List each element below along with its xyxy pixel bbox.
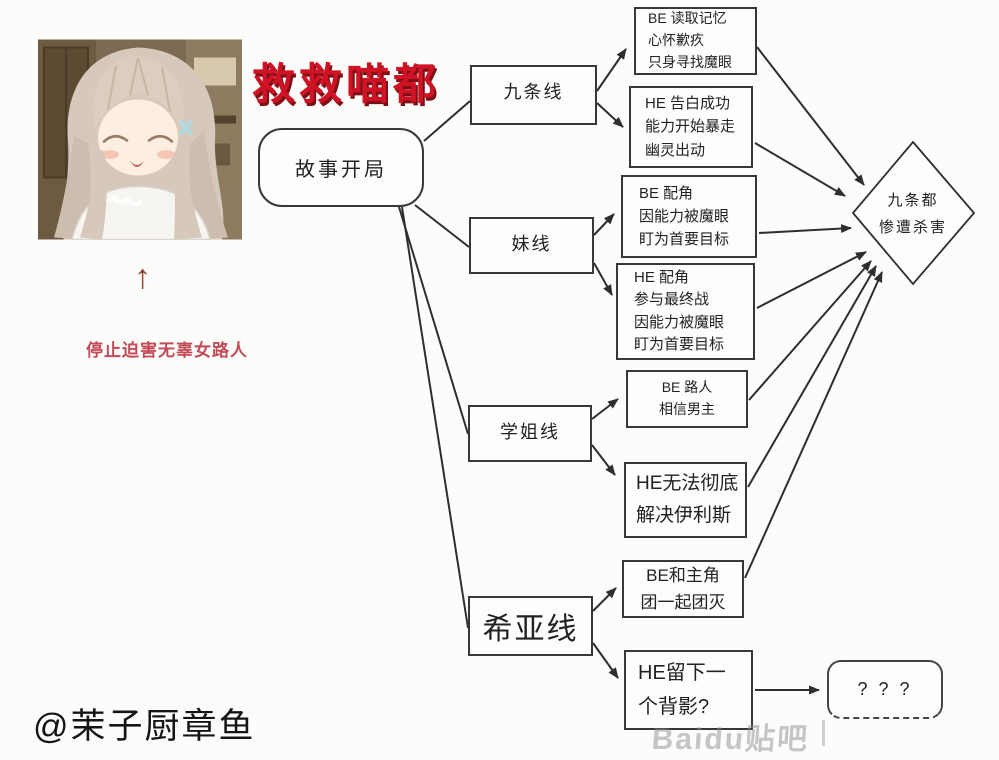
outcome-line: BE 读取记忆 <box>648 10 727 27</box>
edge-kujo-be <box>596 48 627 92</box>
outcome-line: 盯为首要目标 <box>634 336 725 353</box>
outcome-line: HE 配角 <box>634 268 690 286</box>
node-branch-kujo: 九条线 <box>470 65 597 125</box>
outcome-line: 只身寻找魔眼 <box>648 53 732 70</box>
edge-o3-terminal <box>758 224 852 234</box>
node-label: 希亚线 <box>482 613 579 646</box>
baidu-tieba-watermark: Baidu贴吧 <box>650 723 811 756</box>
node-label: ? ? ? <box>857 679 913 699</box>
outcome-line: 幽灵出动 <box>645 141 706 159</box>
anime-girl-avatar <box>38 39 242 241</box>
node-outcome-imouto-he: HE 配角 参与最终战 因能力被魔眼 盯为首要目标 <box>616 263 755 360</box>
terminal-diamond-shape <box>851 140 976 286</box>
outcome-line: HE留下一 <box>638 662 726 684</box>
edge-start-xiya <box>401 206 469 629</box>
node-label: 妹线 <box>511 234 552 254</box>
edge-start-senpai <box>398 206 469 435</box>
edge-senpai-he <box>591 444 616 476</box>
edge-imouto-he <box>593 262 613 296</box>
node-label: 九条线 <box>503 82 564 102</box>
avatar-caption: 停止迫害无辜女路人 <box>86 341 248 360</box>
edge-xiya-be <box>592 587 617 612</box>
up-arrow-icon: ↑ <box>134 258 151 296</box>
edge-o4-terminal <box>756 251 867 309</box>
outcome-line: 相信男主 <box>659 401 715 417</box>
node-branch-imouto: 妹线 <box>469 217 594 274</box>
anime-girl-illustration <box>38 39 242 241</box>
node-unknown: ? ? ? <box>827 660 943 719</box>
edge-start-kujo <box>423 100 471 142</box>
outcome-line: HE 告白成功 <box>645 95 731 113</box>
node-terminal-label: 九条都 惨遭杀害 <box>853 186 973 242</box>
edge-start-imouto <box>414 204 470 248</box>
node-label: 学姐线 <box>500 422 560 442</box>
edge-xiya-he <box>592 642 619 679</box>
node-outcome-kujo-he: HE 告白成功 能力开始暴走 幽灵出动 <box>629 86 753 168</box>
node-outcome-imouto-be: BE 配角 因能力被魔眼 盯为首要目标 <box>621 175 757 258</box>
terminal-line: 九条都 <box>887 192 939 209</box>
node-outcome-xiya-be: BE和主角 团一起团灭 <box>622 560 744 618</box>
edge-kujo-he <box>596 102 624 128</box>
node-outcome-xiya-he: HE留下一 个背影? <box>624 650 753 730</box>
node-branch-xiya: 希亚线 <box>468 596 593 656</box>
outcome-line: BE 配角 <box>639 184 694 202</box>
watermark-bar <box>822 720 825 746</box>
edge-o2-terminal <box>754 142 846 197</box>
node-outcome-senpai-be: BE 路人 相信男主 <box>626 370 748 428</box>
outcome-line: 心怀歉疚 <box>648 32 704 49</box>
outcome-line: 能力开始暴走 <box>645 118 736 136</box>
outcome-line: 因能力被魔眼 <box>634 313 725 331</box>
page-title: 救救喵都 <box>252 61 440 109</box>
author-credit: @茉子厨章鱼 <box>33 707 256 746</box>
outcome-line: HE无法彻底 <box>636 472 739 494</box>
outcome-line: 参与最终战 <box>634 291 710 308</box>
outcome-line: 盯为首要目标 <box>639 231 730 249</box>
node-label: 故事开局 <box>295 159 387 181</box>
outcome-line: BE 路人 <box>661 379 713 396</box>
node-outcome-kujo-be: BE 读取记忆 心怀歉疚 只身寻找魔眼 <box>634 7 757 75</box>
edge-o1-terminal <box>756 46 865 186</box>
outcome-line: 因能力被魔眼 <box>639 207 730 225</box>
node-story-start: 故事开局 <box>258 128 424 207</box>
terminal-line: 惨遭杀害 <box>878 219 947 236</box>
edge-senpai-be <box>591 398 619 420</box>
node-branch-senpai: 学姐线 <box>468 405 592 462</box>
outcome-line: 解决伊利斯 <box>636 505 732 526</box>
outcome-line: 团一起团灭 <box>640 593 726 612</box>
edge-imouto-be <box>593 213 615 236</box>
outcome-line: 个背影? <box>638 696 710 718</box>
edge-o6-terminal <box>747 265 877 488</box>
edge-o7-terminal <box>744 271 883 579</box>
node-outcome-senpai-he: HE无法彻底 解决伊利斯 <box>624 462 747 538</box>
edge-o5-terminal <box>748 260 872 401</box>
outcome-line: BE和主角 <box>646 565 720 585</box>
